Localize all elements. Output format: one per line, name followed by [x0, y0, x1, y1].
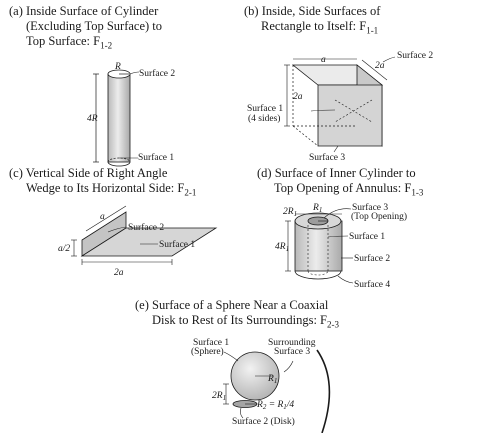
label-width: 2a	[114, 268, 124, 278]
label-surface-1-note: (4 sides)	[248, 113, 280, 124]
caption-a: (a) Inside Surface of Cylinder (Excludin…	[9, 4, 163, 51]
label-surface-1: Surface 1	[138, 152, 174, 163]
label-surface-2: Surface 2	[397, 50, 433, 61]
label-disk-radius: R2 = R1/4	[256, 400, 294, 411]
label-surface-1: Surface 1	[247, 103, 283, 114]
caption-d: (d) Surface of Inner Cylinder to Top Ope…	[257, 166, 424, 198]
label-height: 4R	[87, 114, 98, 124]
label-surface-3-note: (Top Opening)	[351, 211, 407, 222]
label-surface-3: Surface 3	[352, 202, 388, 213]
label-height: 4R1	[275, 242, 289, 253]
label-surface-2: Surface 2 (Disk)	[232, 416, 295, 427]
label-surface-1-note: (Sphere)	[191, 346, 224, 357]
caption-e: (e) Surface of a Sphere Near a Coaxial D…	[135, 298, 340, 330]
panel-d-annulus: 2R1 R1 4R1 Surface 3 (Top Opening) Surfa…	[275, 202, 407, 290]
label-surface-4: Surface 4	[354, 279, 390, 290]
label-radius: R1	[267, 374, 277, 385]
label-depth: 2a	[375, 61, 385, 71]
label-height: a/2	[58, 244, 70, 254]
panel-a-cylinder: R 4R Surface 2 Surface 1	[87, 62, 175, 167]
label-surface-1: Surface 1	[349, 231, 385, 242]
surrounding-surface	[316, 349, 331, 433]
label-surface-1: Surface 1	[193, 337, 229, 348]
label-width: a	[321, 55, 326, 65]
label-surface-2: Surface 2	[354, 253, 390, 264]
wedge-horizontal-side	[80, 227, 218, 257]
caption-b: (b) Inside, Side Surfaces of Rectangle t…	[244, 4, 381, 36]
label-surface-3: Surface 3	[309, 152, 345, 163]
panel-c-wedge: a a/2 2a Surface 2 Surface 1	[58, 205, 218, 278]
label-gap: 2R1	[212, 391, 226, 402]
panel-b-box: a 2a 2a Surface 2 Surface 1 (4 sides) Su…	[247, 50, 433, 163]
label-outer-diameter: 2R1	[283, 207, 297, 218]
label-surface-3-number: Surface 3	[274, 346, 310, 357]
caption-c: (c) Vertical Side of Right Angle Wedge t…	[9, 166, 197, 198]
label-depth: a	[100, 212, 105, 222]
label-inner-radius: R1	[312, 203, 322, 214]
label-surface-1: Surface 1	[159, 239, 195, 250]
label-surface-3: Surrounding	[268, 338, 316, 348]
label-height: 2a	[293, 92, 303, 102]
label-radius: R	[114, 62, 121, 72]
label-surface-2: Surface 2	[139, 68, 175, 79]
box-front-face	[317, 84, 383, 147]
label-surface-2: Surface 2	[128, 222, 164, 233]
cylinder-body	[107, 73, 131, 163]
panel-e-sphere: Surface 1 (Sphere) Surrounding Surface 3…	[191, 337, 331, 433]
